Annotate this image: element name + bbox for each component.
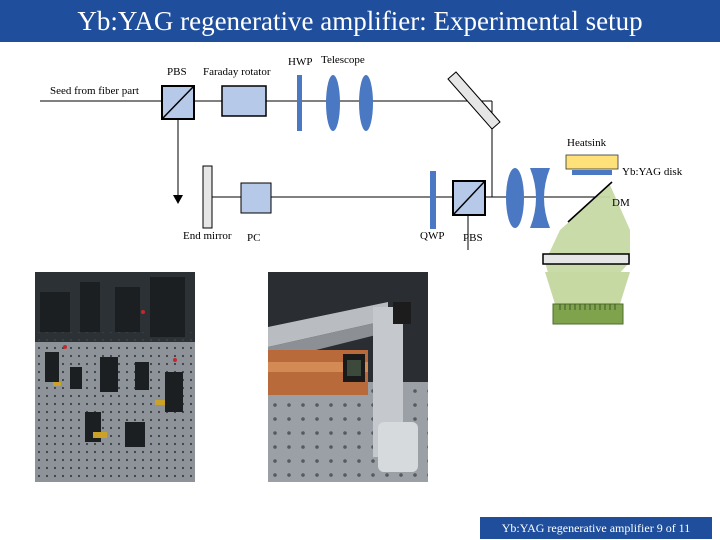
label-faraday-rotator: Faraday rotator: [203, 66, 271, 78]
photo-optical-table: [35, 272, 195, 482]
faraday-rotator-box: [221, 85, 267, 117]
beam-path: [40, 100, 610, 250]
photo-optical-table-art: [35, 272, 195, 482]
slide-title: Yb:YAG regenerative amplifier: Experimen…: [0, 0, 720, 42]
telescope-lens-2: [359, 75, 373, 131]
photo-heatsink-closeup: [268, 272, 428, 482]
qwp-plate: [430, 171, 436, 229]
hwp-plate: [297, 75, 302, 131]
pump-diode-fins: [559, 304, 616, 310]
turning-mirror: [447, 71, 501, 130]
pbs-top-diagonal: [161, 85, 195, 120]
pockels-cell-box: [240, 182, 272, 214]
photo-heatsink-art: [268, 272, 428, 482]
end-mirror-optic: [202, 165, 213, 229]
pump-source-svg: [545, 272, 630, 325]
pump-beam-cone: [545, 185, 630, 272]
label-hwp: HWP: [288, 56, 313, 68]
slide-footer: Yb:YAG regenerative amplifier 9 of 11: [480, 517, 712, 539]
output-arrow: [173, 195, 183, 204]
label-pbs-top: PBS: [167, 66, 187, 78]
label-qwp: QWP: [420, 230, 445, 242]
pbs-bottom-diagonal: [452, 180, 486, 216]
dichroic-mirror: [567, 181, 613, 223]
heatsink-block: [565, 154, 619, 170]
label-heatsink: Heatsink: [567, 137, 607, 149]
label-yb-yag-disk: Yb:YAG disk: [622, 166, 683, 178]
concave-lens: [530, 168, 550, 228]
label-dm: DM: [612, 197, 630, 209]
convex-lens: [506, 168, 524, 228]
label-telescope: Telescope: [321, 54, 365, 66]
pump-diode-stack: [552, 303, 624, 325]
pump-cone-lower: [545, 272, 630, 304]
label-pc: PC: [247, 232, 261, 244]
setup-diagram: [40, 71, 630, 272]
yb-yag-disk: [572, 170, 612, 175]
pump-lens-slab: [542, 253, 630, 265]
label-pbs-bottom: PBS: [463, 232, 483, 244]
label-end-mirror: End mirror: [183, 230, 232, 242]
telescope-lens-1: [326, 75, 340, 131]
label-seed: Seed from fiber part: [50, 85, 139, 97]
